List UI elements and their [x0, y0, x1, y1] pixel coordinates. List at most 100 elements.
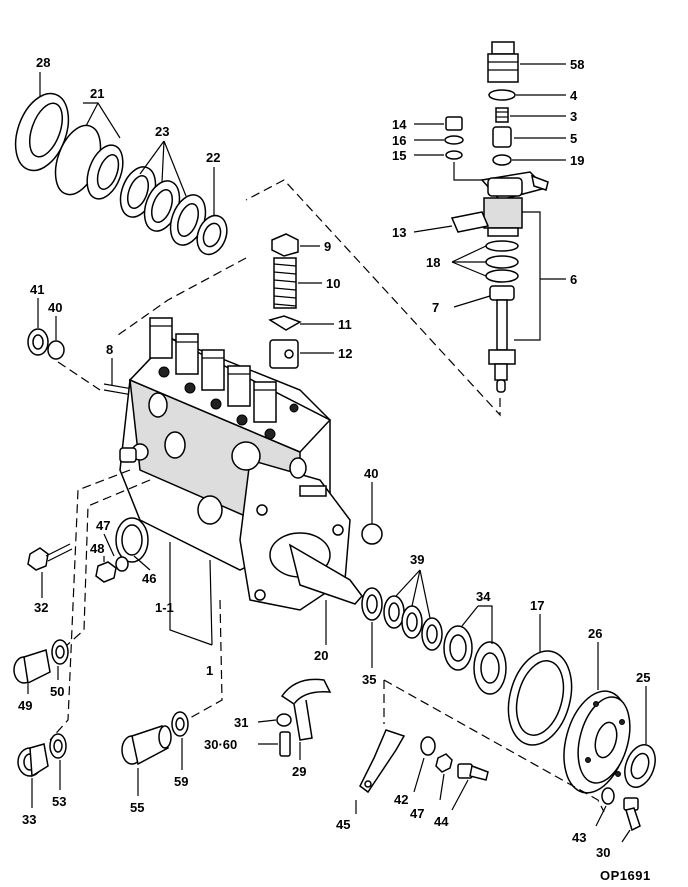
callout-22: 22 [206, 150, 220, 165]
spring-3 [495, 107, 509, 123]
shims-39 [383, 595, 443, 651]
callout-48: 48 [90, 541, 104, 556]
callout-32: 32 [34, 600, 48, 615]
callout-30: 30 [596, 845, 610, 860]
washer-50 [51, 639, 69, 665]
callout-33: 33 [22, 812, 36, 827]
nut-9 [271, 233, 299, 257]
callout-55: 55 [130, 800, 144, 815]
callout-47b: 47 [410, 806, 424, 821]
delivery-valve-5 [492, 126, 512, 148]
callout-50: 50 [50, 684, 64, 699]
callout-42: 42 [394, 792, 408, 807]
washer-15 [445, 150, 463, 160]
callout-53: 53 [52, 794, 66, 809]
bolt-32 [27, 543, 73, 571]
callout-10: 10 [326, 276, 340, 291]
bolt-30 [623, 797, 641, 832]
plate-11 [268, 315, 302, 331]
callout-30-60: 30·60 [204, 737, 237, 752]
figure-reference-code: OP1691 [600, 868, 651, 883]
bolt-44 [457, 763, 489, 781]
plug-33 [17, 743, 49, 778]
delivery-valve-holder-58 [487, 41, 519, 83]
washer-16 [444, 135, 464, 145]
callout-17: 17 [530, 598, 544, 613]
callout-1-1: 1-1 [155, 600, 174, 615]
nut-14 [445, 116, 463, 131]
callout-5: 5 [570, 131, 577, 146]
callout-9: 9 [324, 239, 331, 254]
callout-28: 28 [36, 55, 50, 70]
gasket-19 [492, 154, 512, 166]
callout-58: 58 [570, 57, 584, 72]
plunger-barrel-flange [480, 171, 549, 237]
callout-19: 19 [570, 153, 584, 168]
washer-22 [196, 214, 228, 256]
callout-26: 26 [588, 626, 602, 641]
spring-seats-18 [485, 240, 519, 283]
callout-29: 29 [292, 764, 306, 779]
plug-40 [47, 340, 65, 360]
flange-26 [563, 690, 631, 794]
callout-8: 8 [106, 342, 113, 357]
callout-35: 35 [362, 672, 376, 687]
callout-40a: 40 [48, 300, 62, 315]
bracket-29 [280, 678, 332, 741]
callout-1: 1 [206, 663, 213, 678]
callout-31: 31 [234, 715, 248, 730]
nut-48 [95, 561, 117, 583]
nut-47 [435, 753, 453, 773]
spring-seat-7 [489, 285, 515, 301]
callout-12: 12 [338, 346, 352, 361]
bearing-21 [54, 124, 124, 200]
fitting-55 [121, 725, 172, 766]
callout-6: 6 [570, 272, 577, 287]
washer-41 [27, 328, 49, 356]
lever-45 [359, 729, 406, 794]
oil-seal-28 [14, 92, 70, 172]
spring-10 [273, 257, 297, 309]
washer-43 [601, 787, 615, 805]
callout-3: 3 [570, 109, 577, 124]
washer-47 [115, 556, 129, 572]
delivery-holders [149, 317, 299, 440]
callout-46: 46 [142, 571, 156, 586]
washer-59 [171, 711, 189, 737]
callout-49: 49 [18, 698, 32, 713]
coupling-gear-34 [443, 625, 507, 695]
callout-43: 43 [572, 830, 586, 845]
callout-21: 21 [90, 86, 104, 101]
callout-13: 13 [392, 225, 406, 240]
pump-housing [119, 337, 363, 611]
shims-23 [119, 166, 207, 246]
bolt-30-60 [279, 731, 291, 757]
plug-40-right [361, 523, 383, 545]
callout-34: 34 [476, 589, 491, 604]
bolt-49 [13, 649, 51, 685]
gasket-46 [115, 517, 149, 563]
callout-7: 7 [432, 300, 439, 315]
callout-18: 18 [426, 255, 440, 270]
washer-31 [276, 713, 292, 727]
gasket-17 [507, 650, 573, 746]
o-ring-4 [488, 89, 516, 101]
callout-47a: 47 [96, 518, 110, 533]
seal-25 [624, 744, 656, 788]
callout-16: 16 [392, 133, 406, 148]
callout-11: 11 [338, 317, 352, 332]
plunger [488, 299, 516, 393]
callout-15: 15 [392, 148, 406, 163]
callout-4: 4 [570, 88, 578, 103]
washer-53 [49, 733, 67, 759]
callout-44: 44 [434, 814, 449, 829]
callout-25: 25 [636, 670, 650, 685]
washer-42 [420, 736, 436, 756]
callout-14: 14 [392, 117, 407, 132]
callout-20: 20 [314, 648, 328, 663]
control-sleeve-13 [450, 211, 490, 233]
callout-40b: 40 [364, 466, 378, 481]
tappet-12 [269, 339, 299, 369]
callout-39: 39 [410, 552, 424, 567]
